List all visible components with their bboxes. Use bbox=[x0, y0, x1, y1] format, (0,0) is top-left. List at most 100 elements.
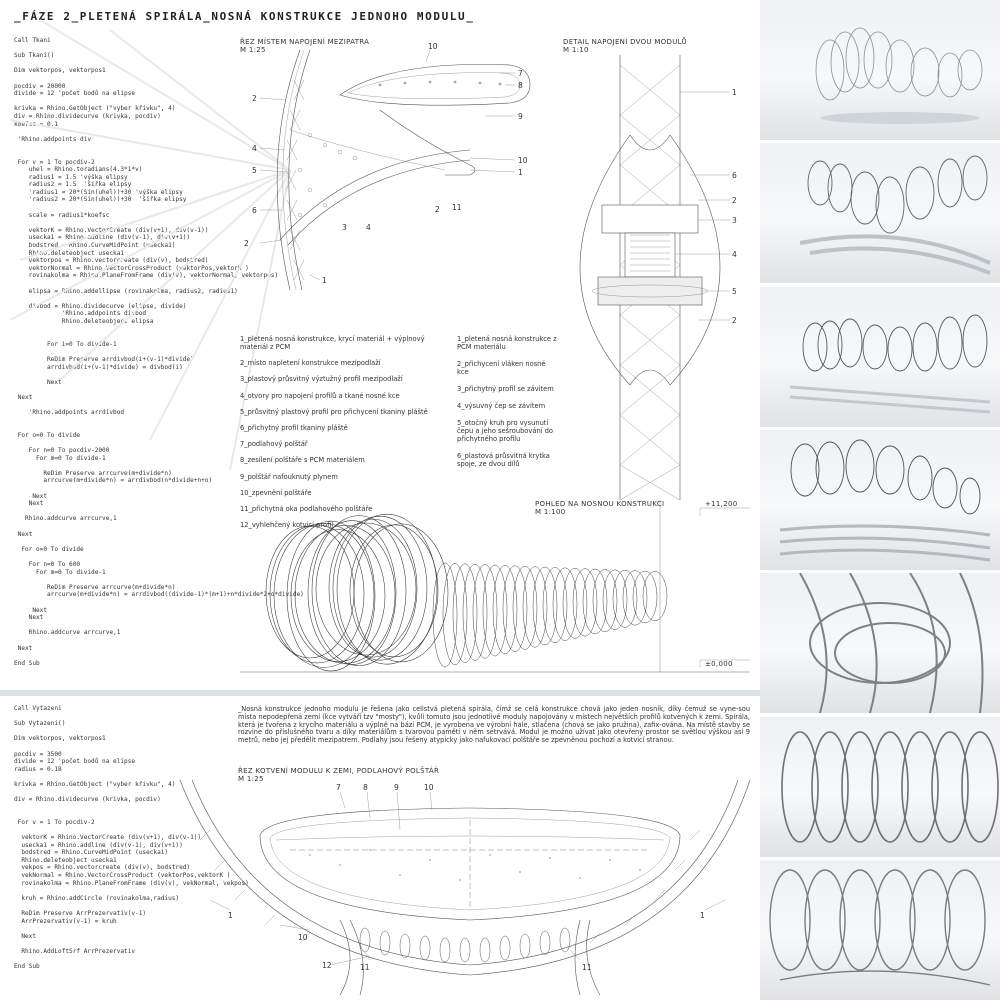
spiral-ring bbox=[315, 522, 417, 656]
legend-item: 7_podlahový polštář bbox=[240, 440, 308, 449]
legend-item: 2_místo napletení konstrukce mezipodlaží bbox=[240, 359, 381, 368]
legend-item: 2_přichycení vláken nosné kce bbox=[457, 360, 546, 376]
render-image-1 bbox=[760, 0, 1000, 140]
callout-6: 6 bbox=[252, 206, 257, 215]
spiral-ring bbox=[311, 515, 407, 666]
detail-callout-6: 6 bbox=[732, 171, 737, 180]
render-image-5 bbox=[760, 573, 1000, 713]
kotveni-callout-1: 1 bbox=[228, 911, 233, 920]
legend-main: 1_pletená nosná konstrukce, krycí materi… bbox=[240, 335, 445, 537]
callout-10b: 10 bbox=[518, 156, 528, 165]
spiral-ring bbox=[572, 568, 598, 637]
detail-callout-5: 5 bbox=[732, 287, 737, 296]
code-block-vytazeni: Call Vytazeni Sub Vytazeni() Dim vektorp… bbox=[14, 705, 249, 971]
separator-band bbox=[0, 690, 760, 696]
spiral-ring bbox=[562, 567, 588, 639]
render-spiral-6 bbox=[781, 731, 999, 843]
render-image-7 bbox=[760, 860, 1000, 1000]
detail-title: DETAIL NAPOJENÍ DVOU MODULŮ bbox=[563, 38, 687, 46]
spiral-ring bbox=[482, 564, 508, 657]
section-kotveni-drawing: 7 8 9 10 1 1 10 11 11 12 bbox=[179, 779, 751, 996]
legend-item: 6_plastová průsvitná krytka spoje, ze dv… bbox=[457, 452, 550, 468]
callout-9: 9 bbox=[518, 112, 523, 121]
pohled-drawing bbox=[240, 500, 750, 673]
kotveni-callout-7: 7 bbox=[336, 783, 341, 792]
radial-background bbox=[9, 19, 291, 471]
spiral-ring bbox=[632, 570, 658, 624]
kotveni-callout-9: 9 bbox=[394, 783, 399, 792]
spiral-ring bbox=[492, 565, 518, 655]
code-block-tkani: Call Tkani Sub Tkani() Dim vektorpos, ve… bbox=[14, 37, 304, 667]
callout-2b: 2 bbox=[435, 205, 440, 214]
spiral-ring bbox=[462, 563, 488, 661]
render-image-4 bbox=[760, 430, 1000, 570]
callout-10: 10 bbox=[428, 42, 438, 51]
callout-5: 5 bbox=[252, 166, 257, 175]
section-kotveni-scale: M 1:25 bbox=[238, 775, 264, 783]
spiral-ring bbox=[452, 563, 478, 663]
legend-item: 11_přichytná oka podlahového polštáře bbox=[240, 504, 373, 513]
detail-callout-1: 1 bbox=[732, 88, 737, 97]
spiral-ring bbox=[432, 562, 458, 668]
legend-item: 4_výsuvný čep se závitem bbox=[457, 402, 546, 410]
callout-2: 2 bbox=[252, 94, 257, 103]
kotveni-callout-11: 11 bbox=[360, 963, 370, 972]
render-spiral-3 bbox=[789, 314, 991, 414]
kotveni-callout-8: 8 bbox=[363, 783, 368, 792]
pohled-title: POHLED NA NOSNOU KONSTRUKCI bbox=[535, 500, 665, 508]
spiral-ring bbox=[582, 568, 608, 635]
detail-callout-2b: 2 bbox=[732, 316, 737, 325]
legend-item: 10_zpevnění polštáře bbox=[240, 488, 312, 497]
callout-1b: 1 bbox=[322, 276, 327, 285]
section-mezipatra-scale: M 1:25 bbox=[240, 46, 266, 54]
spiral-ring bbox=[349, 524, 439, 658]
legend-item: 1_pletená nosná konstrukce, krycí materi… bbox=[240, 335, 425, 351]
callout-11: 11 bbox=[452, 203, 462, 212]
spiral-ring bbox=[472, 564, 498, 659]
section-mezipatra-drawing: 10 7 8 9 2 4 5 6 10 1 2 11 3 4 2 1 bbox=[244, 42, 531, 291]
spiral-ring bbox=[286, 520, 376, 672]
spiral-ring bbox=[328, 518, 418, 658]
callout-2c: 2 bbox=[244, 239, 249, 248]
render-spiral-1 bbox=[815, 27, 983, 124]
spiral-ring bbox=[336, 513, 438, 665]
legend-item: 3_plastový průsvitný výztužný profil mez… bbox=[240, 375, 403, 384]
description-text: _Nosná konstrukce jednoho modulu je řeše… bbox=[238, 705, 750, 745]
spiral-ring bbox=[612, 569, 638, 628]
render-image-2 bbox=[760, 143, 1000, 283]
spiral-ring bbox=[332, 515, 428, 661]
spiral-ring bbox=[552, 567, 578, 641]
legend-item: 5_otočný kruh pro vysunutí čepu a jeho s… bbox=[457, 419, 554, 443]
spiral-ring bbox=[294, 525, 396, 664]
level-top: +11,200 bbox=[705, 500, 738, 508]
render-spiral-4 bbox=[779, 439, 991, 562]
render-image-3 bbox=[760, 287, 1000, 427]
detail-drawing: 1 6 2 3 4 5 2 bbox=[579, 55, 737, 501]
detail-callout-2: 2 bbox=[732, 196, 737, 205]
spiral-ring bbox=[265, 525, 355, 659]
spiral-ring bbox=[602, 569, 628, 630]
legend-detail: 1_pletená nosná konstrukce z PCM materiá… bbox=[457, 335, 557, 477]
legend-item: 1_pletená nosná konstrukce z PCM materiá… bbox=[457, 335, 557, 351]
spiral-ring bbox=[512, 565, 538, 650]
callout-7: 7 bbox=[518, 69, 523, 78]
callout-8: 8 bbox=[518, 81, 523, 90]
render-image-6 bbox=[760, 717, 1000, 857]
pohled-scale: M 1:100 bbox=[535, 508, 566, 516]
render-spiral-2 bbox=[799, 155, 991, 275]
spiral-ring bbox=[442, 563, 468, 666]
spiral-ring bbox=[522, 566, 548, 648]
section-kotveni-title: ŘEZ KOTVENÍ MODULU K ZEMI, PODLAHOVÝ POL… bbox=[238, 767, 440, 775]
render-spiral-5 bbox=[799, 573, 984, 713]
legend-item: 5_průsvitný plastový profil pro přichyce… bbox=[240, 407, 428, 416]
spiral-ring bbox=[592, 569, 618, 633]
callout-4b: 4 bbox=[366, 223, 371, 232]
legend-item: 9_polštář nafouknutý plynem bbox=[240, 472, 338, 481]
kotveni-callout-10b: 10 bbox=[298, 933, 308, 942]
spiral-ring bbox=[642, 571, 668, 622]
kotveni-callout-10: 10 bbox=[424, 783, 434, 792]
callout-1: 1 bbox=[518, 168, 523, 177]
spiral-ring bbox=[542, 567, 568, 644]
spiral-ring bbox=[353, 523, 449, 663]
spiral-ring bbox=[290, 529, 386, 662]
